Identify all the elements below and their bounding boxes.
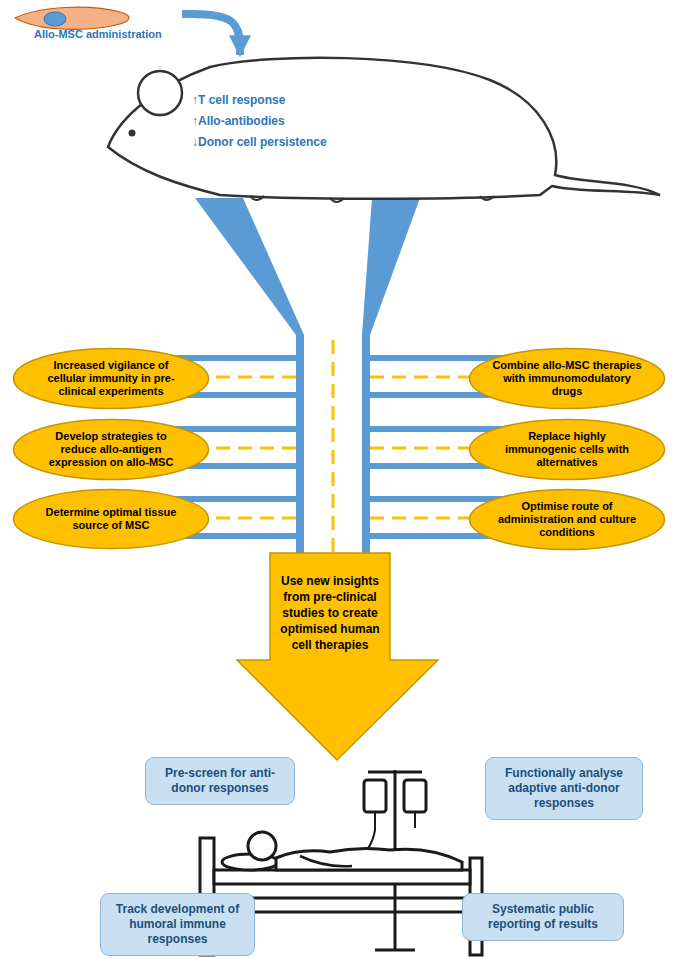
strategy-ellipse: Replace highly immunogenic cells with al…	[468, 418, 666, 481]
node-text: Replace highly immunogenic cells with al…	[492, 430, 642, 469]
iv-bag	[364, 780, 386, 812]
clinical-box: Pre-screen for anti-donor responses	[145, 757, 295, 805]
node-text: Pre-screen for anti-donor responses	[154, 766, 286, 796]
node-text: Use new insights from pre-clinical studi…	[275, 573, 385, 653]
node-text: Functionally analyse adaptive anti-donor…	[494, 766, 634, 811]
funnel-band	[362, 198, 420, 335]
text-group: Develop strategies to reduce allo-antige…	[36, 430, 186, 469]
node-text: Develop strategies to reduce allo-antige…	[36, 430, 186, 469]
strategy-ellipse: Combine allo-MSC therapies with immunomo…	[468, 347, 666, 410]
text-group: Replace highly immunogenic cells with al…	[492, 430, 642, 469]
node-text: Combine allo-MSC therapies with immunomo…	[492, 359, 642, 398]
ellipse-outline	[470, 419, 665, 479]
cell-nucleus	[44, 12, 66, 26]
patient-head	[248, 832, 276, 860]
mattress	[214, 870, 470, 884]
text-group: Combine allo-MSC therapies with immunomo…	[492, 359, 642, 398]
strategy-ellipse: Determine optimal tissue source of MSC	[12, 488, 210, 550]
ladder-column	[362, 335, 370, 560]
mouse-figure: ↑T cell response ↑Allo-antibodies ↓Donor c…	[100, 55, 665, 200]
text-group: Functionally analyse adaptive anti-donor…	[494, 766, 634, 811]
clinical-box: Functionally analyse adaptive anti-donor…	[485, 757, 643, 820]
mouse-ear	[138, 71, 182, 115]
ellipse-outline	[14, 419, 209, 479]
cell-figure: Allo-MSC administration	[10, 2, 182, 46]
text-group: ↑T cell response ↑Allo-antibodies ↓Donor c…	[192, 93, 327, 156]
mouse-eye	[129, 130, 136, 137]
strategy-ellipse: Develop strategies to reduce allo-antige…	[12, 418, 210, 481]
dashed-line	[332, 340, 335, 556]
clinical-box: Track development of humoral immune resp…	[100, 893, 255, 956]
node-text: ↑Allo-antibodies	[192, 114, 327, 128]
text-group: Pre-screen for anti-donor responses	[154, 766, 286, 796]
iv-base	[375, 949, 415, 952]
text-group: Optimise route of administration and cul…	[492, 500, 642, 539]
ladder-column	[296, 335, 304, 560]
mouse-body	[108, 58, 660, 199]
insight-arrow: Use new insights from pre-clinical studi…	[235, 553, 440, 763]
mouse-outline	[100, 55, 665, 200]
node-text: Determine optimal tissue source of MSC	[36, 506, 186, 532]
text-group: Use new insights from pre-clinical studi…	[270, 573, 390, 653]
curved-arrow	[182, 14, 240, 55]
ellipse-outline	[470, 489, 665, 549]
text-group: Increased vigilance of cellular immunity…	[36, 359, 186, 398]
node-text: Allo-MSC administration	[34, 28, 162, 40]
iv-bag	[404, 780, 426, 812]
mouse-feet	[250, 196, 494, 202]
clinical-box: Systematic public reporting of results	[462, 893, 624, 941]
strategy-ellipse: Optimise route of administration and cul…	[468, 488, 666, 551]
text-group: Determine optimal tissue source of MSC	[36, 506, 186, 532]
funnel-band	[195, 198, 304, 335]
text-group: Track development of humoral immune resp…	[109, 902, 246, 947]
patient-arm	[300, 856, 352, 866]
node-text: Systematic public reporting of results	[471, 902, 615, 932]
iv-tube	[414, 812, 416, 828]
cell-body	[15, 7, 129, 29]
iv-bar	[368, 771, 422, 774]
arrow-outline	[237, 553, 438, 760]
strategy-ellipse: Increased vigilance of cellular immunity…	[12, 347, 210, 410]
ellipse-outline	[14, 490, 209, 549]
node-text: Optimise route of administration and cul…	[492, 500, 642, 539]
ellipse-outline	[470, 348, 665, 408]
node-text: Increased vigilance of cellular immunity…	[36, 359, 186, 398]
node-text: Track development of humoral immune resp…	[109, 902, 246, 947]
ellipse-outline	[14, 348, 209, 408]
text-group: Allo-MSC administration	[34, 28, 162, 40]
node-text: ↑T cell response	[192, 93, 327, 107]
node-text: ↓Donor cell persistence	[192, 135, 327, 149]
text-group: Systematic public reporting of results	[471, 902, 615, 932]
patient-body	[276, 848, 462, 870]
